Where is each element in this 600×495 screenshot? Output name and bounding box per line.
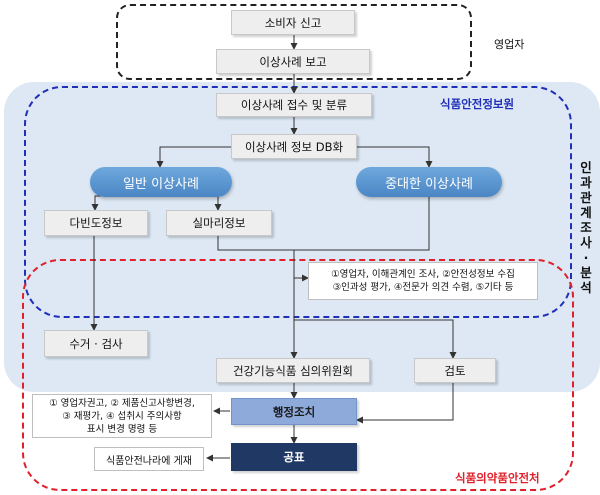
causality-label-char: 사 xyxy=(580,235,592,250)
investigation-line-2: ③인과성 평가, ④전문가 의견 수렴, ⑤기타 등 xyxy=(332,282,514,293)
admin-action-items-note: ① 영업자권고, ② 제품신고사항변경, ③ 재평가, ④ 섭취시 주의사항 표… xyxy=(32,394,212,438)
consumer-report-box: 소비자 신고 xyxy=(231,10,355,35)
db-conversion-box: 이상사례 정보 DB화 xyxy=(231,134,357,159)
causality-label-char: 인 xyxy=(580,160,592,175)
causality-label-char: 분 xyxy=(580,265,592,280)
mfds-label: 식품의약품안전처 xyxy=(455,471,540,485)
mfds-region xyxy=(22,259,574,491)
causality-label-char: · xyxy=(583,250,589,265)
admin-action-line-3: 표시 변경 명령 등 xyxy=(86,424,158,435)
food-safety-korea-post-box: 식품안전나라에 게재 xyxy=(94,447,204,471)
frequency-info-box: 다빈도정보 xyxy=(44,210,148,236)
business-operator-label: 영업자 xyxy=(494,38,525,51)
causality-label-char: 계 xyxy=(580,205,592,220)
food-safety-info-service-region xyxy=(24,86,572,318)
investigation-line-1: ①영업자, 이해관계인 조사, ②안전성정보 수집 xyxy=(331,269,515,280)
receipt-classification-box: 이상사례 접수 및 분류 xyxy=(216,93,372,117)
collection-inspection-box: 수거 · 검사 xyxy=(44,330,148,357)
clue-info-box: 실마리정보 xyxy=(166,210,272,236)
causality-label-char: 관 xyxy=(580,190,592,205)
announcement-box: 공표 xyxy=(231,443,357,471)
food-safety-info-service-label: 식품안전정보원 xyxy=(440,97,515,111)
causality-label-char: 과 xyxy=(580,175,592,190)
admin-action-box: 행정조치 xyxy=(231,398,357,425)
case-report-box: 이상사례 보고 xyxy=(216,49,370,74)
admin-action-line-2: ③ 재평가, ④ 섭취시 주의사항 xyxy=(62,411,182,422)
review-committee-box: 건강기능식품 심의위원회 xyxy=(216,358,370,383)
causality-label-char: 조 xyxy=(580,220,592,235)
general-case-pill: 일반 이상사례 xyxy=(90,167,232,197)
investigation-items-note: ①영업자, 이해관계인 조사, ②안전성정보 수집 ③인과성 평가, ④전문가 … xyxy=(308,262,538,300)
review-box: 검토 xyxy=(414,358,496,383)
causality-label-char: 석 xyxy=(580,280,592,295)
serious-case-pill: 중대한 이상사례 xyxy=(356,167,502,197)
admin-action-line-1: ① 영업자권고, ② 제품신고사항변경, xyxy=(49,398,195,409)
